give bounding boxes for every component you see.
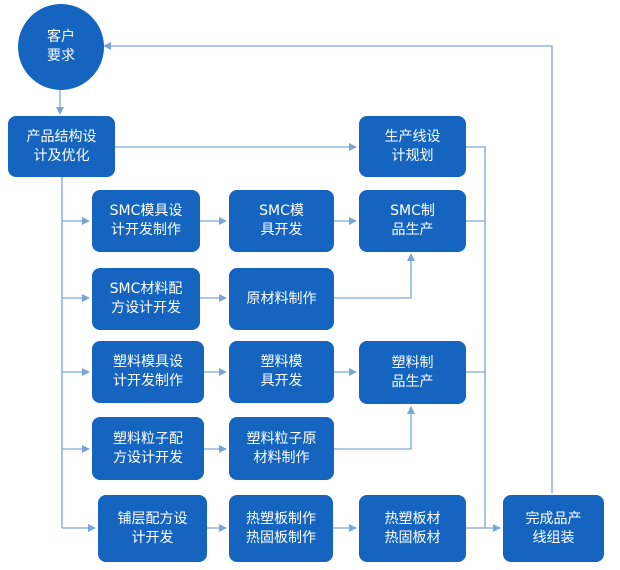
node-board-make-label: 热塑板制作 热固板制作 — [246, 510, 316, 546]
node-board-label: 热塑板材 热固板材 — [384, 510, 441, 546]
node-plastic-mold-design: 塑料模具设 计开发制作 — [92, 341, 204, 403]
node-customer-label: 客户 要求 — [47, 29, 75, 64]
node-customer: 客户 要求 — [18, 4, 104, 90]
node-raw-material: 原材料制作 — [229, 268, 334, 330]
arrow-pellet-make-to-plastic-product — [334, 406, 415, 450]
node-line-plan-label: 生产线设 计规划 — [384, 128, 441, 164]
node-pellet-design: 塑料粒子配 方设计开发 — [92, 417, 204, 480]
node-smc-mold-dev: SMC模 具开发 — [229, 190, 334, 252]
node-pellet-make: 塑料粒子原 材料制作 — [229, 417, 334, 480]
node-smc-mold-design: SMC模具设 计开发制作 — [92, 190, 200, 252]
node-smc-product-label: SMC制 品生产 — [390, 203, 435, 238]
node-design-label: 产品结构设 计及优化 — [26, 128, 97, 164]
node-assembly-label: 完成品产 线组装 — [525, 510, 582, 546]
node-plastic-mold-dev: 塑料模 具开发 — [229, 341, 334, 403]
arrow-assembly-to-customer — [103, 42, 553, 493]
node-board: 热塑板材 热固板材 — [359, 495, 466, 562]
line-plan-to-assembly — [466, 146, 486, 528]
node-smc-mold-dev-label: SMC模 具开发 — [259, 203, 304, 238]
node-pellet-make-label: 塑料粒子原 材料制作 — [246, 430, 317, 466]
node-raw-material-label: 原材料制作 — [246, 290, 317, 307]
node-plastic-product: 塑料制 品生产 — [359, 341, 466, 404]
node-plastic-product-label: 塑料制 品生产 — [391, 354, 434, 390]
node-pellet-design-label: 塑料粒子配 方设计开发 — [113, 430, 183, 466]
node-smc-product: SMC制 品生产 — [359, 190, 466, 252]
node-plastic-mold-design-label: 塑料模具设 计开发制作 — [113, 354, 183, 389]
node-line-plan: 生产线设 计规划 — [359, 116, 466, 177]
node-layup-design: 铺层配方设 计开发 — [98, 495, 207, 562]
node-assembly: 完成品产 线组装 — [503, 495, 604, 562]
node-smc-material-design-label: SMC材料配 方设计开发 — [109, 281, 183, 316]
node-smc-mold-design-label: SMC模具设 计开发制作 — [109, 203, 183, 238]
arrow-raw-to-smc-product — [334, 253, 415, 299]
node-board-make: 热塑板制作 热固板制作 — [229, 495, 333, 562]
node-layup-design-label: 铺层配方设 计开发 — [117, 510, 188, 546]
node-smc-material-design: SMC材料配 方设计开发 — [92, 268, 200, 330]
node-plastic-mold-dev-label: 塑料模 具开发 — [260, 354, 303, 389]
node-design: 产品结构设 计及优化 — [8, 116, 115, 177]
